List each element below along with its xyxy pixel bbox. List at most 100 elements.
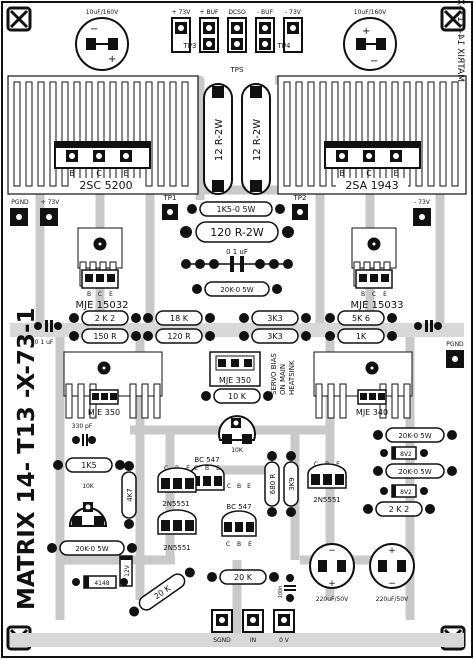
label-2sc5200: 2SC 5200 bbox=[79, 179, 132, 192]
mje350-left-label: MJE 350 bbox=[88, 408, 120, 417]
r-18k-label: 18 K bbox=[170, 314, 189, 323]
pin-b: B bbox=[205, 465, 209, 472]
pin-c: C bbox=[96, 169, 102, 178]
resistor-10k: 10 K bbox=[201, 388, 273, 404]
tp1-label: TP1 bbox=[163, 194, 177, 202]
terminal-n73v-right: - 73V bbox=[413, 199, 431, 226]
pin-c: C bbox=[194, 465, 198, 472]
resistor-2k2-b: 2 K 2 bbox=[363, 501, 435, 517]
transistor-mje15033: B C E MJE 15033 bbox=[351, 269, 403, 311]
pin-c: C bbox=[227, 483, 231, 490]
heatsink-right bbox=[277, 75, 467, 195]
r-1k-label: 1K bbox=[356, 332, 367, 341]
pin-b: B bbox=[339, 169, 345, 178]
servo-note-line1: SERVO BIAS bbox=[270, 353, 278, 395]
cap-top-left: 10uF/160V − + bbox=[75, 9, 129, 71]
resistor-20k-05w-left: 20K-0 5W bbox=[47, 540, 137, 556]
pin-b: B bbox=[237, 483, 241, 490]
resistor-1k5: 1K5 bbox=[53, 457, 125, 473]
cap-100n: 100n bbox=[278, 574, 296, 602]
mounting-hole-tl bbox=[6, 6, 32, 32]
r-1k5-label: 1K5 bbox=[81, 461, 96, 470]
cap-bottom-b-label: 220uF/50V bbox=[376, 596, 409, 603]
capacitor-330pf: 330 pF bbox=[72, 423, 96, 446]
test-point-1: TP1 bbox=[162, 194, 178, 220]
cap-plus: + bbox=[388, 546, 396, 556]
pin-e: E bbox=[123, 169, 128, 178]
c-01uf-left-label: 0 1 uF bbox=[35, 339, 54, 346]
pin-c: C bbox=[98, 291, 102, 298]
pin-label-sgnd: SGND bbox=[213, 637, 231, 644]
cap-minus: − bbox=[370, 56, 378, 67]
pin-c: C bbox=[314, 461, 318, 468]
pin-e: E bbox=[247, 483, 251, 490]
resistor-120r-2w: 120 R-2W bbox=[180, 221, 294, 243]
resistor-12r-right: 12 R-2W bbox=[241, 83, 271, 195]
pin-c: C bbox=[366, 169, 372, 178]
cap-minus: − bbox=[388, 579, 396, 589]
transistor-mje15032: B C E MJE 15032 bbox=[76, 269, 129, 311]
pin-e: E bbox=[248, 541, 252, 548]
zener-12v-label: 12V bbox=[124, 564, 131, 577]
servo-note-line2: ON MAIN bbox=[279, 364, 287, 395]
r-20k-05w-right-b-label: 20K-0 5W bbox=[398, 468, 431, 476]
resistor-12r-left: 12 R-2W bbox=[203, 83, 233, 195]
resistor-12r-left-label: 12 R-2W bbox=[214, 119, 225, 161]
transistor-2sc5200: B C E 2SC 5200 bbox=[54, 141, 151, 192]
resistor-3k3-b: 3K3 bbox=[239, 328, 311, 344]
cap-100n-label: 100n bbox=[278, 586, 284, 599]
2n5551-c-label: 2N5551 bbox=[313, 496, 341, 504]
resistor-20k-bottom: 20 K bbox=[207, 569, 279, 585]
cap-bottom-a-label: 220uF/50V bbox=[316, 596, 349, 603]
r-120r-2w-label: 120 R-2W bbox=[210, 226, 264, 239]
transistor-mje350-left: MJE 350 bbox=[88, 389, 120, 417]
capacitor-01uf-right bbox=[414, 320, 442, 332]
pin-e: E bbox=[109, 291, 113, 298]
r-150r-label: 150 R bbox=[93, 332, 117, 341]
resistor-680r: 680 R bbox=[264, 451, 280, 517]
pin-c: C bbox=[164, 465, 168, 472]
r-5k6-label: 5K 6 bbox=[352, 314, 370, 323]
transistor-bc547-b: C B E BC 547 C B E bbox=[221, 483, 257, 548]
resistor-18k: 18 K bbox=[143, 310, 215, 326]
trim-10k-mid-label: 10K bbox=[231, 447, 244, 454]
pin-c: C bbox=[226, 541, 230, 548]
r-4k7-label: 4K7 bbox=[126, 488, 134, 502]
heatsink-mje340-right bbox=[313, 351, 413, 419]
board-title-mirror: MATRIX 14- T13 -X-73-1 bbox=[455, 0, 465, 82]
r-3k9-label: 3K9 bbox=[288, 477, 296, 491]
tp3-label: TP3 bbox=[183, 42, 197, 50]
tp4-label: TP4 bbox=[277, 42, 291, 50]
zener-8v2-a: 8V2 bbox=[380, 446, 428, 460]
diode-4148: 4148 bbox=[72, 575, 128, 589]
resistor-2k2-a: 2 K 2 bbox=[69, 310, 141, 326]
pin-b: B bbox=[87, 291, 91, 298]
r-2k2-b-label: 2 K 2 bbox=[389, 505, 410, 514]
test-point-2: TP2 bbox=[292, 194, 308, 220]
mje350-bias-label: MJE 350 bbox=[219, 376, 251, 385]
cap-top-right: 10uF/160V + − bbox=[343, 9, 397, 71]
tp2-label: TP2 bbox=[293, 194, 307, 202]
pin-e: E bbox=[393, 169, 398, 178]
resistor-20k-05w-right-a: 20K-0 5W bbox=[373, 427, 457, 443]
header-pins-top: + 73V + BUF DCSO - BUF - 73V TP3 TP4 TPS bbox=[171, 9, 303, 74]
r-1k5-05w-label: 1K5-0 5W bbox=[217, 205, 256, 214]
2n5551-a-label: 2N5551 bbox=[162, 500, 190, 508]
mje15032-label: MJE 15032 bbox=[76, 300, 129, 311]
resistor-20k-diag: 20 K bbox=[129, 567, 195, 617]
resistor-20k-05w-top: 20K-0 5W bbox=[192, 281, 282, 297]
servo-note-line3: HEATSINK bbox=[288, 360, 296, 395]
transistor-2n5551-a: C B E 2N5551 bbox=[157, 465, 197, 508]
cap-plus: + bbox=[108, 54, 116, 65]
resistor-12r-right-label: 12 R-2W bbox=[252, 119, 263, 161]
resistor-4k7: 4K7 bbox=[121, 461, 137, 529]
mounting-hole-tr bbox=[440, 6, 466, 32]
r-20k-05w-top-label: 20K-0 5W bbox=[220, 286, 253, 294]
servo-bias-note: SERVO BIAS ON MAIN HEATSINK bbox=[270, 353, 296, 395]
zener-8v2-b-label: 8V2 bbox=[400, 489, 412, 496]
bc547-a-label: BC 547 bbox=[194, 456, 219, 464]
cap-top-right-label: 10uF/160V bbox=[354, 9, 387, 16]
label-2sa1943: 2SA 1943 bbox=[345, 179, 398, 192]
trimmer-10k-left: 10K bbox=[68, 483, 108, 527]
